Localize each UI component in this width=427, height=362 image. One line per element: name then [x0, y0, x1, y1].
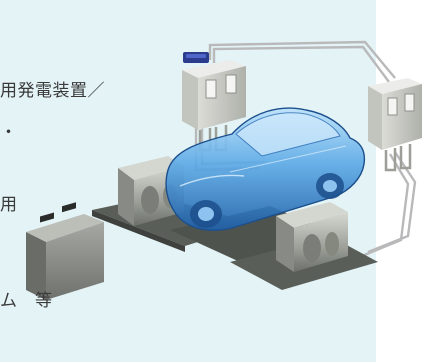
- dynamometer-unit-right: [276, 202, 348, 272]
- operator-console: [26, 202, 104, 300]
- blue-sensor-device: [183, 52, 209, 63]
- caption-line-3: 用: [0, 195, 18, 215]
- caption-line-2: ・: [0, 123, 18, 143]
- control-cabinet-right: [368, 78, 422, 172]
- caption-line-1: 用発電装置／: [0, 81, 105, 101]
- caption-line-4: ム 等: [0, 291, 53, 311]
- test-vehicle: [165, 107, 366, 231]
- control-cabinet-left: [182, 60, 246, 152]
